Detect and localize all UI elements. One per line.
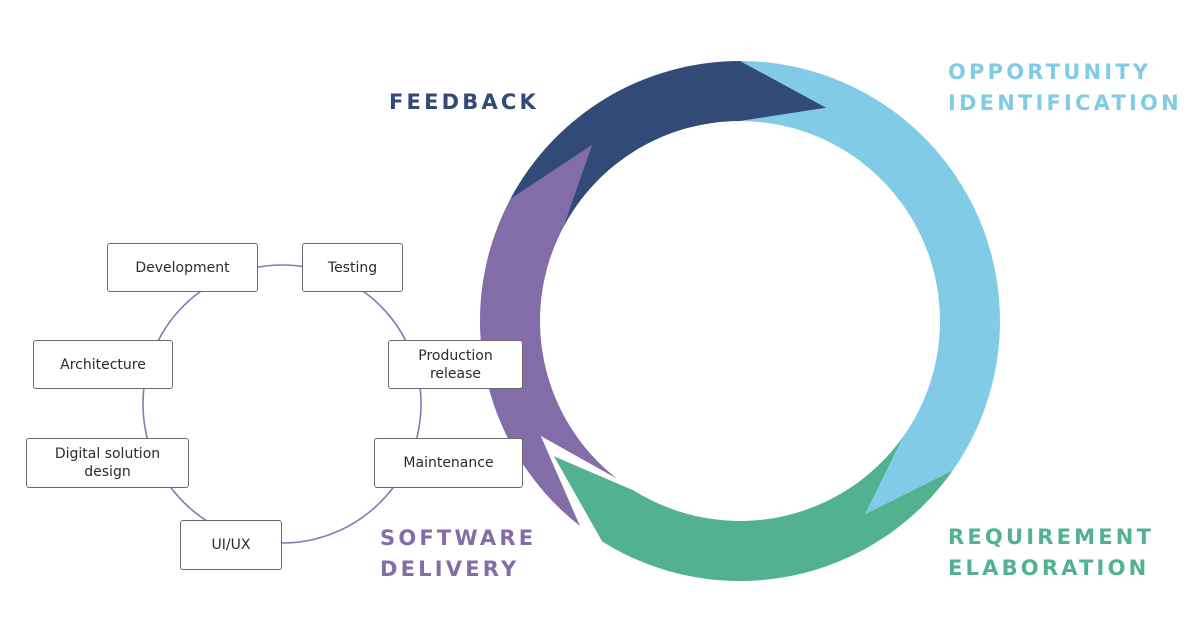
feedback-segment xyxy=(510,60,827,228)
step-ui-ux: UI/UX xyxy=(180,520,282,570)
feedback-label: FEEDBACK xyxy=(389,90,540,114)
requirement-elaboration-segment xyxy=(553,435,953,582)
step-maintenance: Maintenance xyxy=(374,438,523,488)
step-digital-solution-design: Digital solution design xyxy=(26,438,189,488)
step-development: Development xyxy=(107,243,258,292)
opportunity-identification-label: OPPORTUNITY IDENTIFICATION xyxy=(948,60,1182,115)
software-delivery-segment xyxy=(479,142,617,526)
software-delivery-label: SOFTWARE DELIVERY xyxy=(380,526,537,581)
requirement-elaboration-label: REQUIREMENT ELABORATION xyxy=(948,525,1155,580)
step-production-release: Production release xyxy=(388,340,523,389)
opportunity-identification-segment xyxy=(740,61,1000,514)
step-testing: Testing xyxy=(302,243,403,292)
software-delivery-sub-cycle xyxy=(142,264,422,544)
step-architecture: Architecture xyxy=(33,340,173,389)
